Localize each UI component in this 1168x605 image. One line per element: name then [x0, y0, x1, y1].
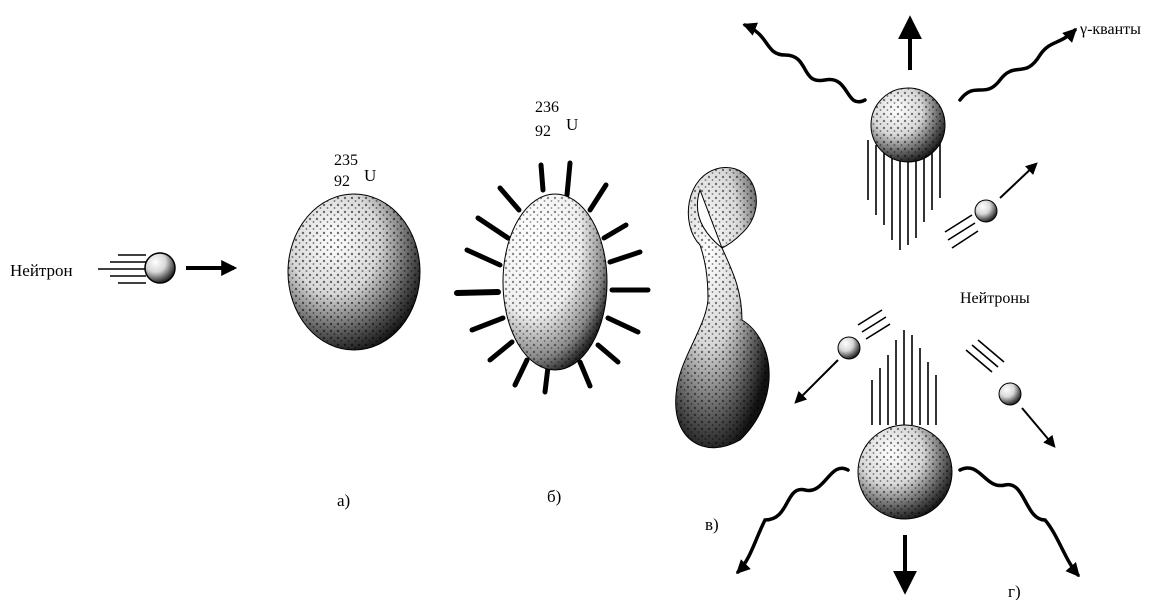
u236-symbol: U [566, 115, 578, 134]
upper-fragment-texture [871, 88, 945, 162]
stage-b-u236: 236 92 U б) [457, 99, 648, 506]
emitted-neutron-1 [945, 164, 1036, 248]
stage-c-deformed: в) [676, 167, 769, 534]
stage-a-label: а) [337, 491, 350, 510]
deformed-nucleus-texture [676, 167, 769, 447]
gamma-upper-right [960, 30, 1075, 100]
u235-charge-number: 92 [334, 173, 350, 190]
stage-d-fission: γ-кванты [738, 20, 1141, 600]
incoming-neutron: Нейтрон [10, 253, 234, 283]
u236-charge-number: 92 [535, 123, 551, 140]
u236-nucleus-texture [503, 194, 607, 370]
neutron-motion-lines [98, 255, 146, 283]
stage-a-u235: 235 92 U а) [288, 152, 420, 510]
u235-mass-number: 235 [334, 152, 358, 169]
gamma-label: γ-кванты [1079, 21, 1141, 38]
stage-c-label: в) [705, 515, 719, 534]
stage-d-label: г) [1008, 582, 1021, 600]
emitted-neutron-3 [966, 340, 1054, 446]
lower-fragment-trail [872, 330, 936, 425]
stage-b-label: б) [547, 487, 561, 506]
gamma-lower-right [960, 468, 1078, 575]
gamma-upper-left [745, 25, 865, 102]
u235-symbol: U [364, 166, 376, 185]
neutron-label: Нейтрон [10, 261, 73, 280]
u235-nucleus-texture [288, 194, 420, 350]
lower-fragment-texture [858, 425, 952, 519]
gamma-lower-left [738, 468, 848, 572]
emitted-neutron-2 [796, 310, 890, 402]
neutron-particle [145, 253, 175, 283]
neutrons-label: Нейтроны [960, 290, 1030, 307]
u236-mass-number: 236 [535, 99, 559, 116]
